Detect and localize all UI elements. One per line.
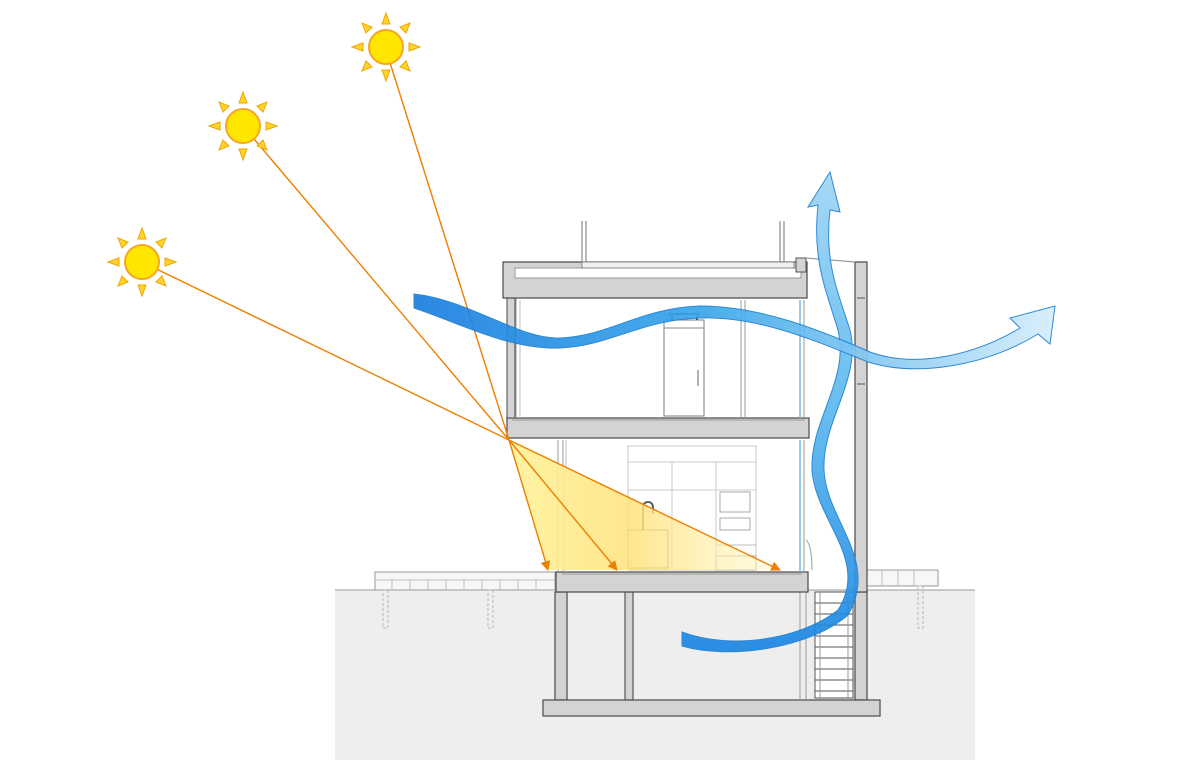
roof-railing	[581, 221, 856, 263]
air-flow-arrow-icon	[681, 170, 859, 653]
sun-rays	[141, 49, 781, 571]
ground	[335, 590, 975, 760]
sun-ray-arrow-icon	[508, 439, 618, 571]
sun-ray-arrow-icon	[508, 439, 781, 571]
ground-floor-slab	[555, 571, 809, 593]
sun-icon	[350, 11, 422, 83]
wardrobe-door	[663, 313, 705, 417]
roof-slab	[502, 257, 808, 299]
mid-sun-ray	[242, 125, 510, 441]
first-floor-walls	[506, 297, 805, 419]
sun-ray-arrow-icon	[508, 439, 551, 571]
left-deck	[374, 571, 556, 629]
sun-icon	[207, 90, 279, 162]
right-deck	[865, 569, 939, 629]
high-sun-ray	[385, 49, 510, 441]
sun-icon	[106, 226, 178, 298]
basement	[542, 591, 881, 717]
low-sun-ray	[141, 261, 510, 441]
air-flow-arrow-icon	[413, 293, 1056, 370]
first-floor-slab	[506, 417, 810, 439]
right-wall	[854, 261, 868, 593]
